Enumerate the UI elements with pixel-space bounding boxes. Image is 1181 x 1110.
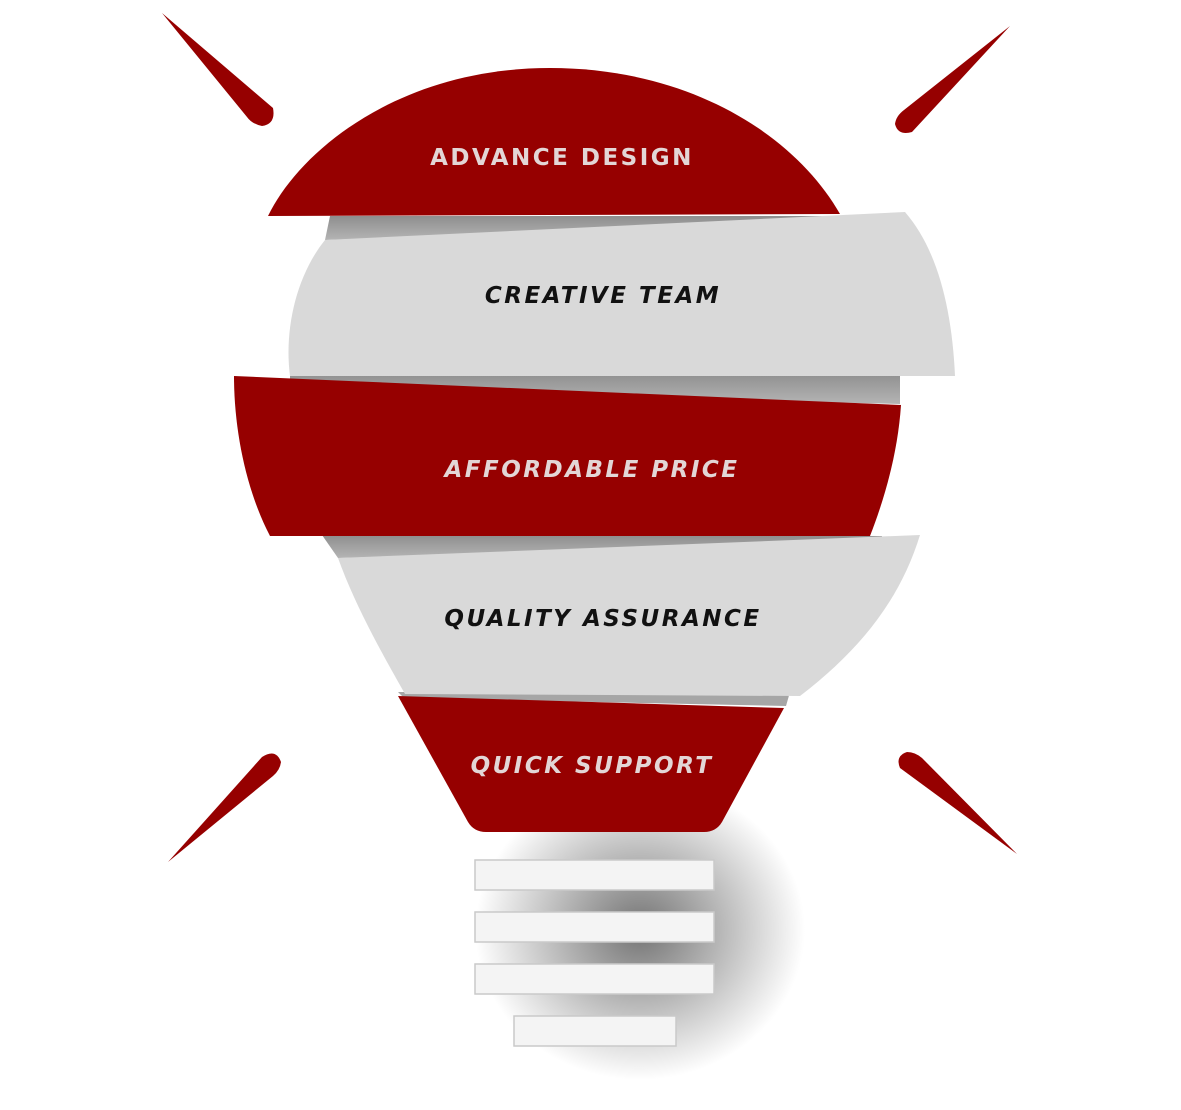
band-creative-team xyxy=(288,212,955,376)
light-ray-icon xyxy=(168,753,281,862)
light-rays xyxy=(162,13,1017,862)
band-labels: ADVANCE DESIGN CREATIVE TEAM AFFORDABLE … xyxy=(430,145,761,779)
label-advance-design: ADVANCE DESIGN xyxy=(430,145,694,171)
bulb-bands xyxy=(234,68,955,832)
label-quality-assurance: QUALITY ASSURANCE xyxy=(444,606,761,632)
bulb-base-icon xyxy=(474,859,715,1047)
label-creative-team: CREATIVE TEAM xyxy=(485,283,721,309)
base-bar xyxy=(474,911,715,943)
label-affordable-price: AFFORDABLE PRICE xyxy=(443,457,740,483)
band-quick-support xyxy=(398,696,784,832)
base-bar xyxy=(474,859,715,891)
label-quick-support: QUICK SUPPORT xyxy=(471,753,714,779)
light-ray-icon xyxy=(162,13,274,126)
light-ray-icon xyxy=(895,26,1010,133)
light-ray-icon xyxy=(898,752,1017,854)
base-bar xyxy=(474,963,715,995)
band-quality-assurance xyxy=(338,535,920,696)
band-advance-design xyxy=(268,68,840,216)
base-bar xyxy=(513,1015,677,1047)
band-affordable-price xyxy=(234,376,901,536)
